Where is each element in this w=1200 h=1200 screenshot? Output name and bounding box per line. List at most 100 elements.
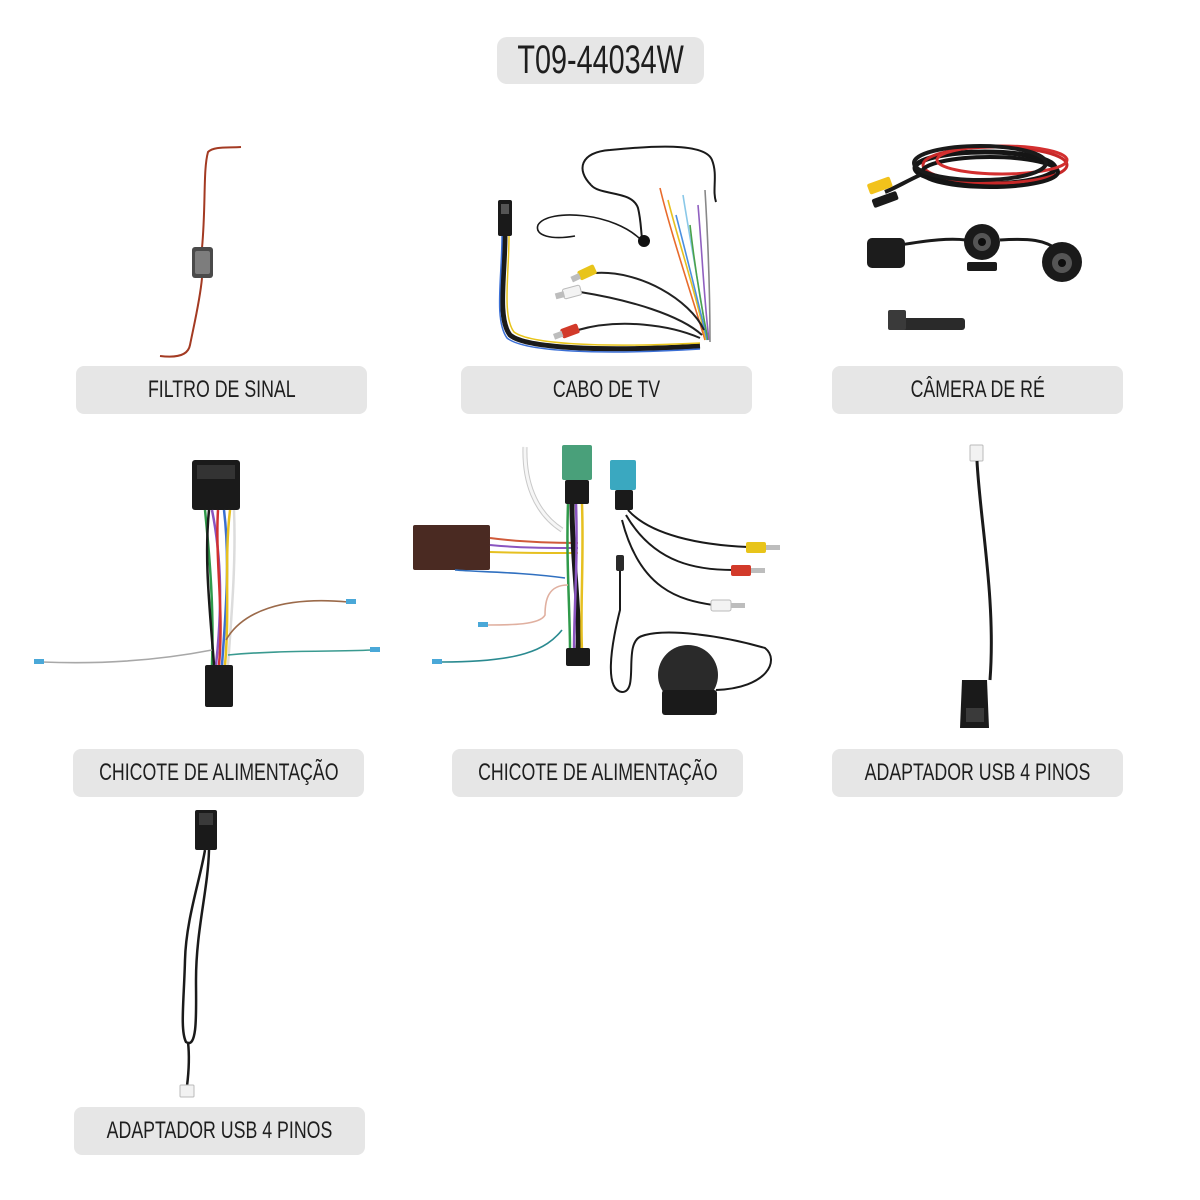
ir-sensor	[638, 235, 650, 247]
wire-purple	[697, 204, 710, 341]
rca-wire	[625, 514, 734, 571]
wire-tip	[346, 599, 356, 604]
tv-harness	[500, 235, 701, 352]
label-power-harness: CHICOTE DE ALIMENTAÇÃO	[73, 749, 364, 797]
rca-plug-yellow	[746, 542, 780, 553]
usb-wire	[181, 849, 211, 1045]
mic-plug	[616, 555, 624, 571]
usb-wire	[975, 460, 993, 681]
green-connector-base	[565, 480, 589, 504]
antenna-loop-wire	[590, 184, 643, 239]
antenna-loop-wire	[581, 145, 717, 203]
wire-tip	[34, 659, 44, 664]
camera-1-lens	[978, 238, 986, 246]
box-wires	[489, 537, 579, 544]
usb-adapter-image-2	[179, 810, 217, 1098]
can-bus-box	[413, 525, 490, 570]
label-usb-adapter-2: ADAPTADOR USB 4 PINOS	[74, 1107, 365, 1155]
tv-harness-strand	[506, 235, 701, 346]
rca-plug-red	[731, 565, 765, 576]
label-text: ADAPTADOR USB 4 PINOS	[864, 759, 1091, 786]
label-text: CÂMERA DE RÉ	[910, 376, 1045, 403]
white-connector	[179, 1084, 195, 1098]
wire-grey	[704, 189, 711, 343]
filter-wire	[159, 277, 203, 358]
peach-wire	[487, 584, 569, 626]
rca-plug-yellow	[867, 176, 899, 208]
usb-port-opening	[199, 813, 213, 825]
signal-filter-image	[159, 146, 242, 358]
wire-yellow	[223, 509, 232, 666]
cable-coil	[912, 144, 1048, 182]
model-code: T09-44034W	[517, 38, 684, 82]
wire-tip	[370, 647, 380, 652]
rca-plug-white	[554, 284, 583, 300]
harness-bundle	[580, 503, 584, 651]
wire-tip	[432, 659, 442, 664]
rca-wire	[579, 291, 703, 336]
power-harness-module-image	[413, 445, 780, 715]
wire-black	[205, 509, 216, 666]
usb-wire	[185, 1041, 191, 1087]
tv-connector-pins	[501, 204, 509, 214]
microphone-base	[662, 690, 717, 715]
harness-connector-bottom	[205, 665, 233, 707]
harness-connector-bottom	[566, 648, 590, 666]
label-usb-adapter: ADAPTADOR USB 4 PINOS	[832, 749, 1123, 797]
wire-tip	[478, 622, 488, 627]
rca-wire	[627, 509, 749, 548]
camera-2-lens	[1058, 259, 1066, 267]
wire-grey-lead	[41, 649, 213, 664]
label-text: FILTRO DE SINAL	[147, 376, 296, 403]
label-power-harness-2: CHICOTE DE ALIMENTAÇÃO	[452, 749, 743, 797]
usb-port-opening	[966, 708, 984, 722]
label-text: ADAPTADOR USB 4 PINOS	[106, 1117, 333, 1144]
filter-wire	[201, 146, 242, 249]
drill-tool	[890, 318, 965, 330]
wire-white	[226, 509, 236, 666]
label-text: CHICOTE DE ALIMENTAÇÃO	[98, 759, 339, 786]
harness-bundle	[566, 503, 572, 651]
camera-cable	[899, 237, 967, 247]
label-text: CHICOTE DE ALIMENTAÇÃO	[477, 759, 718, 786]
rca-plug-yellow	[570, 264, 597, 283]
white-connector	[969, 444, 984, 462]
rca-wire	[577, 322, 701, 339]
label-tv-cable: CABO DE TV	[461, 366, 752, 414]
rear-camera-image	[867, 144, 1082, 330]
rca-wire	[594, 271, 705, 331]
box-wires	[489, 551, 579, 554]
power-harness-image	[34, 460, 380, 707]
rca-plug-red	[552, 323, 580, 340]
usb-adapter-image	[960, 444, 993, 728]
drill-tool-tip	[888, 310, 906, 330]
box-wires	[454, 569, 566, 579]
label-text: CABO DE TV	[552, 376, 661, 403]
tv-cable-image	[498, 145, 717, 353]
cyan-connector-base	[615, 490, 633, 510]
mic-wire	[609, 560, 772, 694]
tv-harness-strand	[498, 235, 701, 353]
rca-wire	[621, 519, 714, 606]
coil-tail	[884, 173, 921, 194]
harness-connector-top-detail	[197, 465, 235, 479]
wire-brown-lead	[225, 599, 349, 641]
sensor-wire	[536, 214, 643, 242]
wire-teal-lead	[227, 649, 373, 656]
teal-wire	[441, 629, 563, 663]
label-signal-filter: FILTRO DE SINAL	[76, 366, 367, 414]
box-wires	[489, 544, 579, 549]
label-rear-camera: CÂMERA DE RÉ	[832, 366, 1123, 414]
harness-bundle	[572, 503, 578, 651]
white-wire	[523, 446, 563, 532]
wire-green	[689, 224, 709, 341]
wire-red	[216, 509, 222, 666]
wire-yellow	[667, 199, 707, 341]
filter-box-face	[195, 251, 210, 274]
cyan-connector	[610, 460, 636, 490]
model-code-badge: T09-44034W	[497, 37, 704, 84]
wire-blue	[675, 214, 708, 341]
rca-plug-white	[710, 599, 745, 612]
camera-1-bracket	[967, 262, 997, 271]
